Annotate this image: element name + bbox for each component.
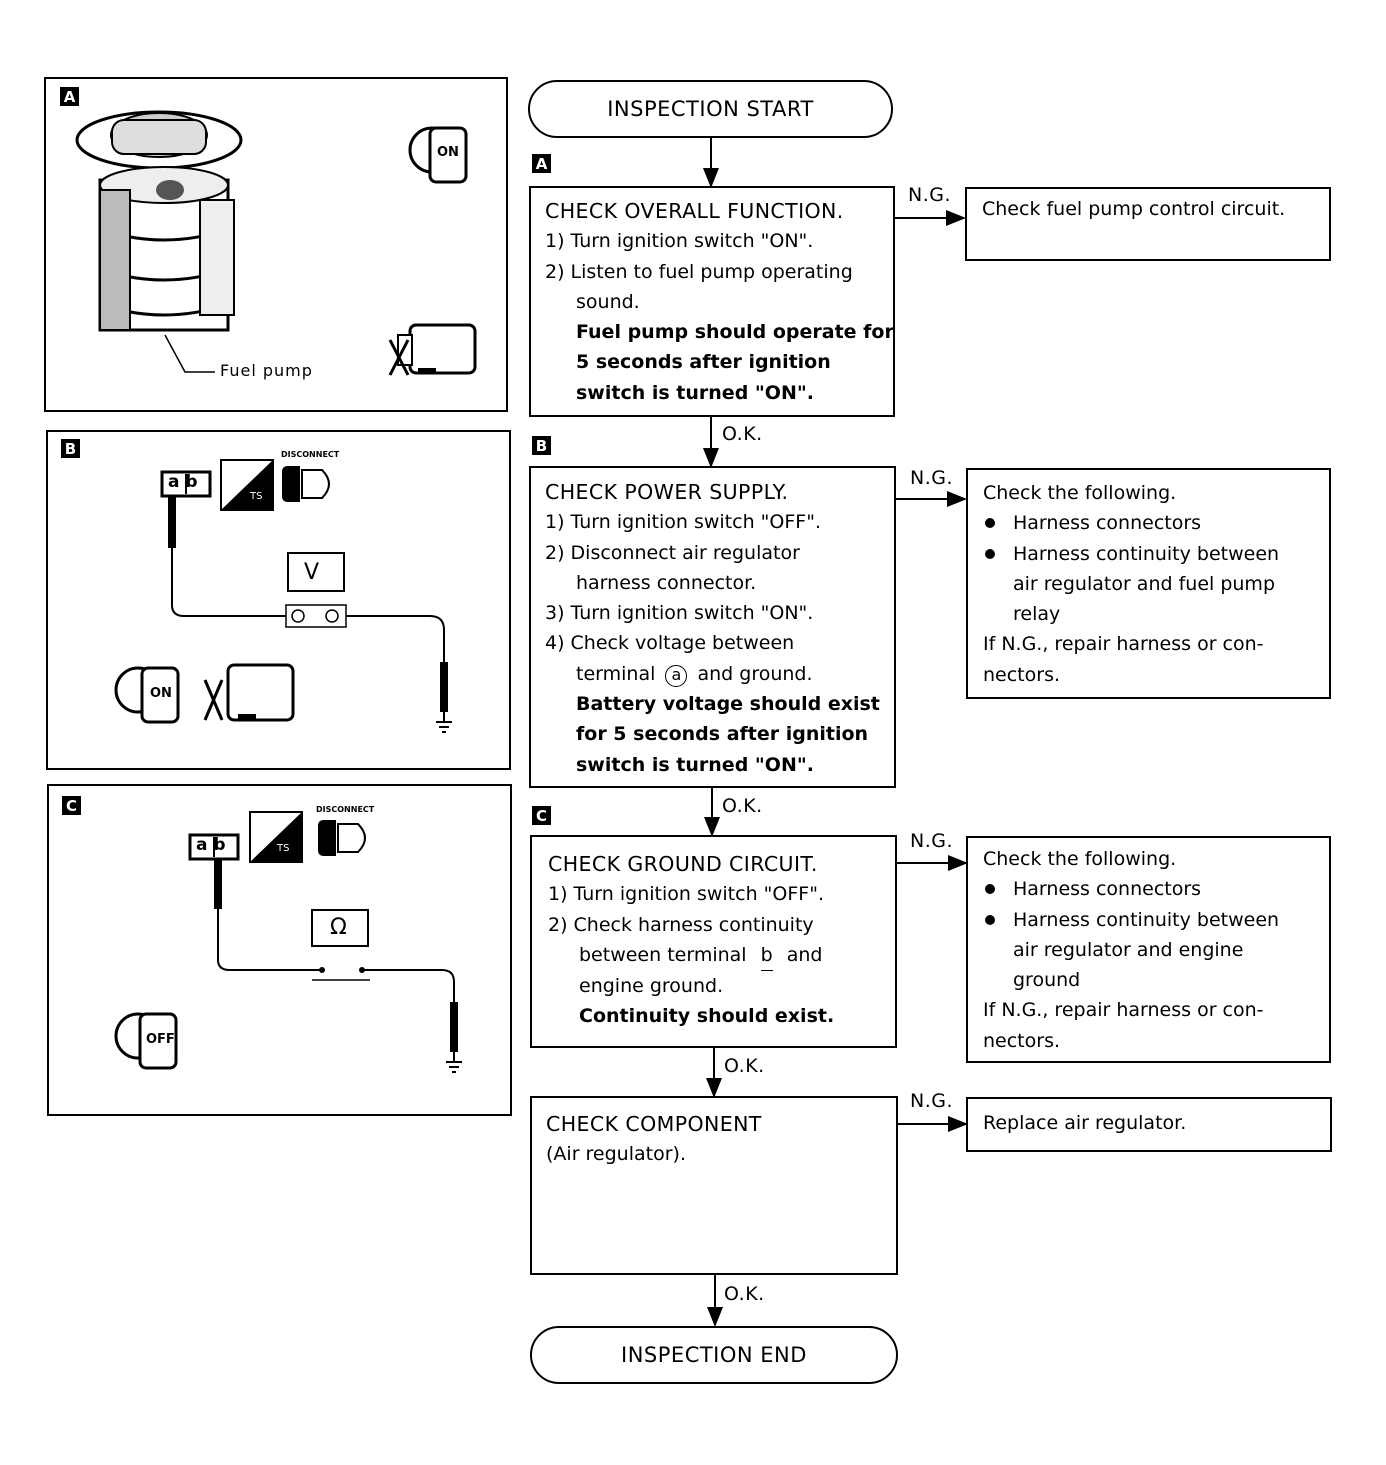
step2-line2: 2) Disconnect air regulator <box>545 541 800 564</box>
step2-line5: 4) Check voltage between <box>545 632 795 655</box>
res1-line1: Check fuel pump control circuit. <box>982 198 1286 220</box>
step4-title: CHECK COMPONENT <box>546 1112 762 1136</box>
step4-text: CHECK COMPONENT (Air regulator). <box>532 1101 762 1170</box>
step2-line4: 3) Turn ignition switch "ON". <box>545 602 814 625</box>
result-check-following-2 <box>966 836 1331 1063</box>
ok-label-2: O.K. <box>722 795 763 817</box>
ng-label-1: N.G. <box>908 184 952 206</box>
res4-line1: Replace air regulator. <box>983 1112 1187 1134</box>
step1-text: CHECK OVERALL FUNCTION. 1) Turn ignition… <box>531 188 894 408</box>
res3-cont2: ground <box>1013 969 1081 992</box>
key-on-label-a: ON <box>437 145 459 160</box>
ok-label-4: O.K. <box>724 1283 765 1305</box>
key-off-label-c: OFF <box>146 1032 175 1047</box>
panel-c <box>47 784 512 1116</box>
step3-line2: 2) Check harness continuity <box>548 913 814 936</box>
panel-c-label: C <box>62 796 81 815</box>
step1-bold2: 5 seconds after ignition <box>576 351 831 374</box>
ohmmeter-label: Ω <box>330 915 347 940</box>
step3-line3: between terminal b and <box>548 940 834 972</box>
res3-cont1: air regulator and engine <box>1013 938 1244 961</box>
res3-bullet2: Harness continuity between <box>983 905 1279 935</box>
step2-bold1: Battery voltage should exist <box>576 693 880 716</box>
disconnect-label-c: DISCONNECT <box>316 805 375 814</box>
terminal-a-b: a b <box>168 472 198 492</box>
result-check-following-1 <box>966 468 1331 699</box>
section-c-marker: C <box>532 806 551 825</box>
terminal-a-b-c: a b <box>196 835 226 855</box>
res2-text: Check the following. Harness connectors … <box>967 472 1279 690</box>
step2-line3: harness connector. <box>576 571 757 594</box>
ts-label-b: TS <box>250 491 263 502</box>
res3-bullet1: Harness connectors <box>983 874 1279 904</box>
step1-bold3: switch is turned "ON". <box>576 381 814 404</box>
step2-bold3: switch is turned "ON". <box>576 753 814 776</box>
panel-b-label: B <box>61 439 80 458</box>
res2-line3: nectors. <box>983 663 1061 686</box>
res3-line1: Check the following. <box>983 848 1177 870</box>
inspection-start: INSPECTION START <box>528 80 893 138</box>
step1-line3: sound. <box>576 290 640 313</box>
step4-line1: (Air regulator). <box>546 1143 686 1166</box>
section-b-marker: B <box>532 436 551 455</box>
step2-line6: terminal a and ground. <box>576 662 813 687</box>
ok-label-3: O.K. <box>724 1055 765 1077</box>
res2-cont1: air regulator and fuel pump <box>1013 572 1276 595</box>
key-on-label-b: ON <box>150 686 172 701</box>
step-check-ground-circuit <box>530 835 897 1048</box>
panel-b <box>46 430 511 770</box>
panel-a-label: A <box>60 87 79 106</box>
ts-label-c: TS <box>277 843 290 854</box>
res3-line2: If N.G., repair harness or con- <box>983 999 1264 1022</box>
res2-cont2: relay <box>1013 603 1061 626</box>
ng-label-3: N.G. <box>910 830 954 852</box>
res1-text: Check fuel pump control circuit. <box>966 188 1285 224</box>
inspection-end: INSPECTION END <box>530 1326 898 1384</box>
result-check-fuel-pump-control <box>965 187 1331 261</box>
step3-line4: engine ground. <box>579 975 724 998</box>
step2-title: CHECK POWER SUPPLY. <box>545 480 789 504</box>
terminal-b-symbol: b <box>760 940 773 972</box>
res2-line1: Check the following. <box>983 482 1177 504</box>
step3-bold1: Continuity should exist. <box>579 1005 835 1028</box>
step1-bold1: Fuel pump should operate for <box>576 321 894 344</box>
ng-label-2: N.G. <box>910 467 954 489</box>
res2-bullet1: Harness connectors <box>983 508 1279 538</box>
res2-bullet2: Harness continuity between <box>983 539 1279 569</box>
step3-title: CHECK GROUND CIRCUIT. <box>548 852 818 876</box>
step-check-component <box>530 1096 898 1275</box>
step3-text: CHECK GROUND CIRCUIT. 1) Turn ignition s… <box>534 841 834 1032</box>
res4-text: Replace air regulator. <box>967 1102 1186 1138</box>
ng-label-4: N.G. <box>910 1090 954 1112</box>
res2-line2: If N.G., repair harness or con- <box>983 633 1264 656</box>
terminal-a-symbol: a <box>665 664 688 687</box>
step2-line1: 1) Turn ignition switch "OFF". <box>545 511 821 534</box>
panel-a <box>44 77 508 412</box>
step1-line1: 1) Turn ignition switch "ON". <box>545 230 814 253</box>
result-replace-air-regulator <box>966 1097 1332 1152</box>
res3-text: Check the following. Harness connectors … <box>967 838 1279 1056</box>
disconnect-label-b: DISCONNECT <box>281 450 340 459</box>
step2-text: CHECK POWER SUPPLY. 1) Turn ignition swi… <box>531 469 880 780</box>
section-a-marker: A <box>532 154 551 173</box>
step2-bold2: for 5 seconds after ignition <box>576 723 869 746</box>
voltmeter-label: V <box>304 560 320 585</box>
fuel-pump-caption: Fuel pump <box>220 361 313 380</box>
step-check-overall-function <box>529 186 895 417</box>
step1-title: CHECK OVERALL FUNCTION. <box>545 199 844 223</box>
ok-label-1: O.K. <box>722 423 763 445</box>
step3-line1: 1) Turn ignition switch "OFF". <box>548 883 824 906</box>
res3-line3: nectors. <box>983 1029 1061 1052</box>
step1-line2: 2) Listen to fuel pump operating <box>545 260 853 283</box>
step-check-power-supply <box>529 466 896 788</box>
